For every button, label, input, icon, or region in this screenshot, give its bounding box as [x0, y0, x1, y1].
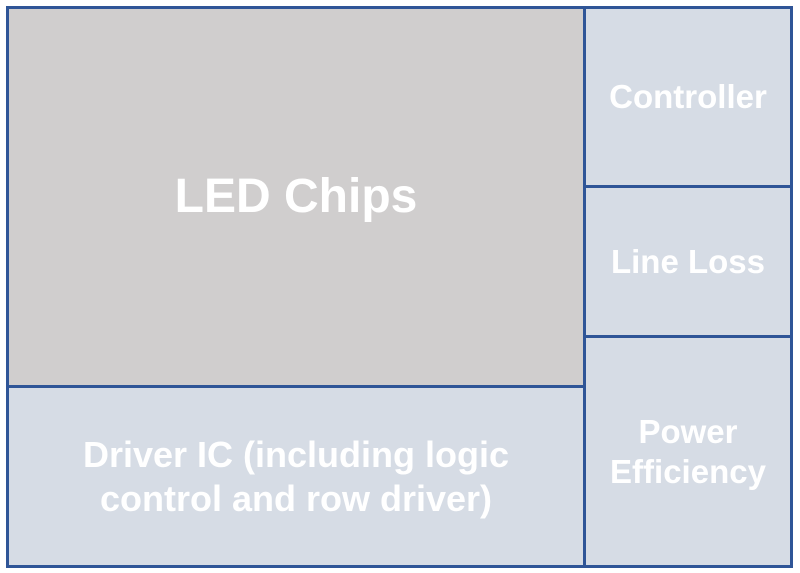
- driver-ic-label: Driver IC (including logic control and r…: [82, 434, 510, 519]
- controller-label: Controller: [609, 78, 767, 116]
- driver-ic-block: Driver IC (including logic control and r…: [6, 385, 586, 568]
- led-chips-block: LED Chips: [6, 6, 586, 388]
- line-loss-label: Line Loss: [610, 242, 766, 280]
- power-efficiency-block: Power Efficiency: [583, 335, 793, 568]
- power-efficiency-label: Power Efficiency: [610, 412, 766, 490]
- line-loss-block: Line Loss: [583, 185, 793, 338]
- led-chips-label: LED Chips: [174, 170, 418, 224]
- controller-block: Controller: [583, 6, 793, 188]
